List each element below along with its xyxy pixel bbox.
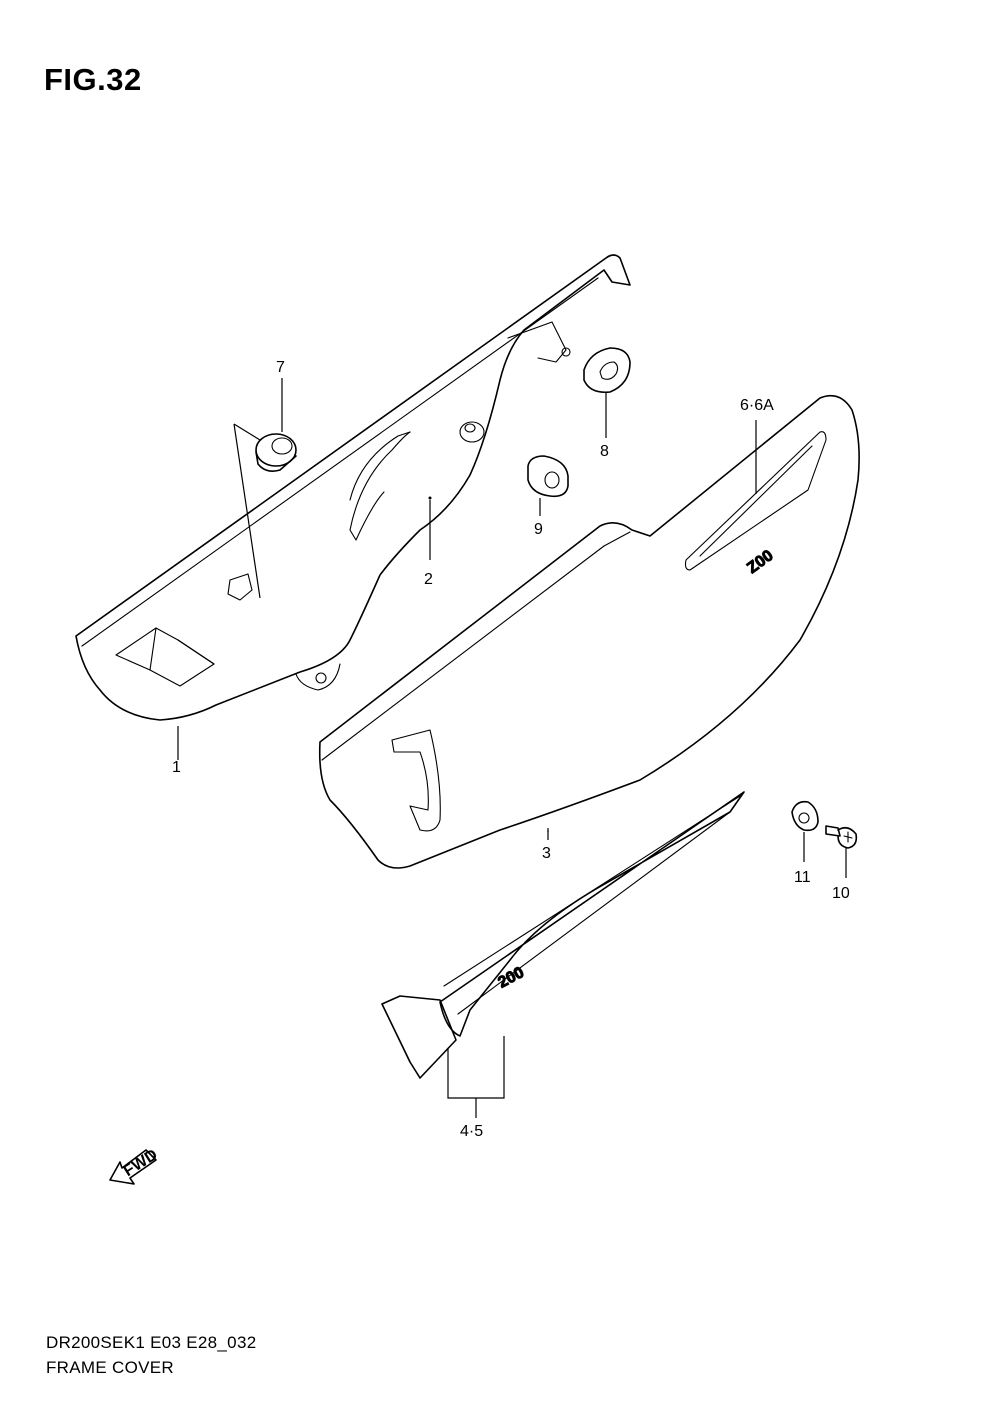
part-4-5-emblem: 200 xyxy=(381,791,745,1079)
callout-4-5: 4·5 xyxy=(460,1123,483,1140)
callout-labels: 1 2 3 4·5 6·6A 7 8 9 10 11 xyxy=(172,359,850,1140)
figure-title: FIG.32 xyxy=(44,62,142,97)
callout-7: 7 xyxy=(276,359,285,376)
svg-text:Z00: Z00 xyxy=(744,547,776,577)
part-8-grommet xyxy=(583,347,631,394)
part-7-grommet xyxy=(255,433,297,472)
fwd-label: FWD xyxy=(121,1146,161,1180)
part-10-screw xyxy=(825,825,858,849)
part-3-frame-cover: Z00 xyxy=(318,394,860,869)
callout-8: 8 xyxy=(600,443,609,460)
callout-3: 3 xyxy=(542,845,551,862)
part-2-inner-plate xyxy=(349,431,432,501)
callout-2: 2 xyxy=(424,571,433,588)
callout-10: 10 xyxy=(832,885,850,902)
part-1-frame-cover xyxy=(75,254,631,721)
callout-6-6a: 6·6A xyxy=(740,397,774,414)
svg-text:200: 200 xyxy=(495,964,527,992)
callout-9: 9 xyxy=(534,521,543,538)
callout-1: 1 xyxy=(172,759,181,776)
fwd-arrow-icon: FWD xyxy=(109,1146,161,1185)
leader-lines xyxy=(177,378,847,1118)
callout-11: 11 xyxy=(794,869,811,886)
model-code: DR200SEK1 E03 E28_032 xyxy=(46,1333,257,1352)
section-name: FRAME COVER xyxy=(46,1358,174,1377)
part-9-spacer xyxy=(527,455,569,498)
part-11-nut xyxy=(791,800,819,832)
